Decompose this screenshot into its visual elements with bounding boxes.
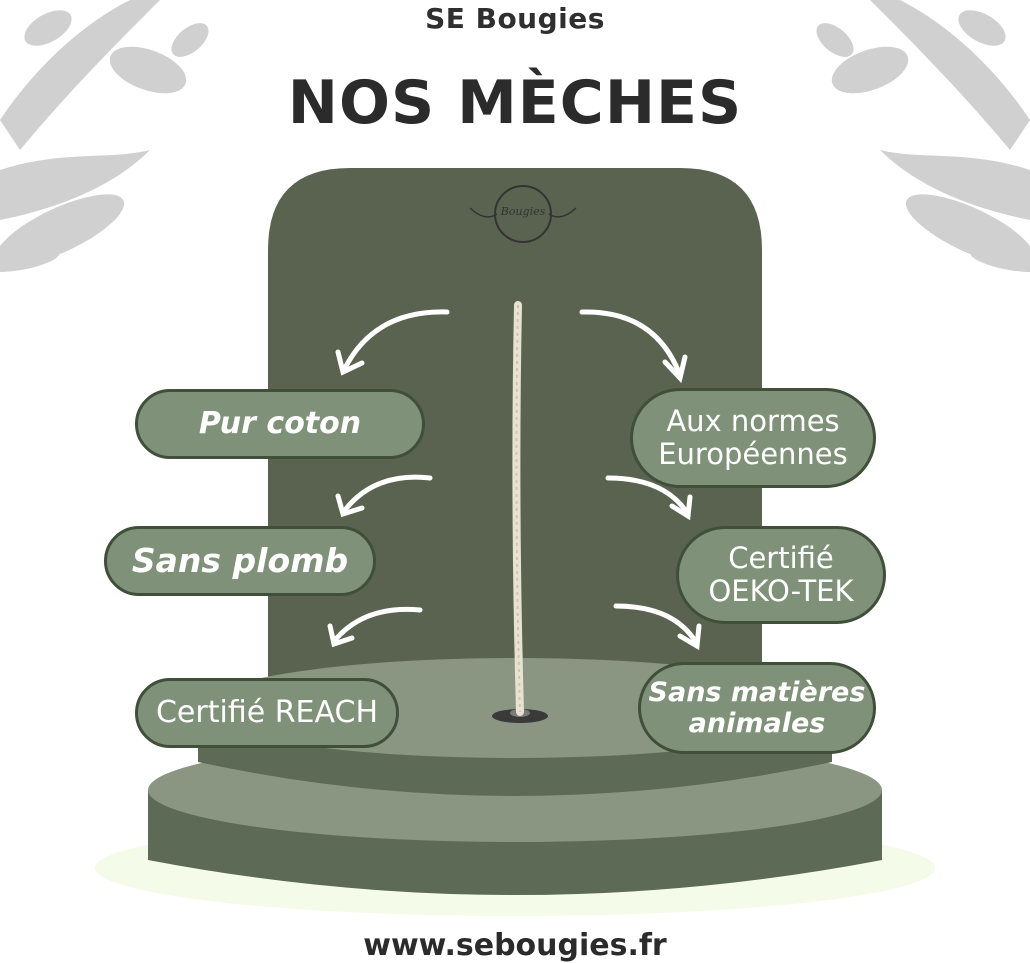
arrows-right: [579, 309, 702, 651]
feature-label: Pur coton: [198, 405, 362, 441]
logo-text: Bougies: [500, 205, 546, 218]
leaf-decoration-right: [816, 0, 1030, 273]
feature-sans-plomb: Sans plomb: [104, 526, 376, 596]
feature-certifie-oeko-tek: Certifié OEKO-TEK: [676, 526, 886, 624]
feature-certifie-reach: Certifié REACH: [135, 678, 399, 748]
brand-name: SE Bougies: [425, 2, 605, 35]
page-title: NOS MÈCHES: [287, 68, 743, 138]
feature-normes-europeennes: Aux normes Européennes: [630, 388, 876, 488]
website-link[interactable]: www.sebougies.fr: [363, 928, 667, 963]
feature-label-line1: Sans matières: [648, 676, 866, 708]
feature-label-line1: Certifié: [728, 540, 834, 575]
leaf-decoration-left: [0, 0, 209, 273]
logo-circle: [494, 185, 552, 243]
feature-label: Certifié REACH: [155, 694, 379, 730]
feature-label-line2: Européennes: [658, 437, 848, 471]
feature-label-line2: OEKO-TEK: [708, 574, 854, 608]
feature-label-line2: animales: [688, 708, 826, 739]
feature-sans-matieres-animales: Sans matières animales: [638, 662, 876, 754]
feature-label-line1: Aux normes: [666, 403, 840, 438]
arrows-left: [327, 309, 450, 648]
feature-pur-coton: Pur coton: [135, 389, 425, 459]
feature-label: Sans plomb: [131, 541, 349, 581]
